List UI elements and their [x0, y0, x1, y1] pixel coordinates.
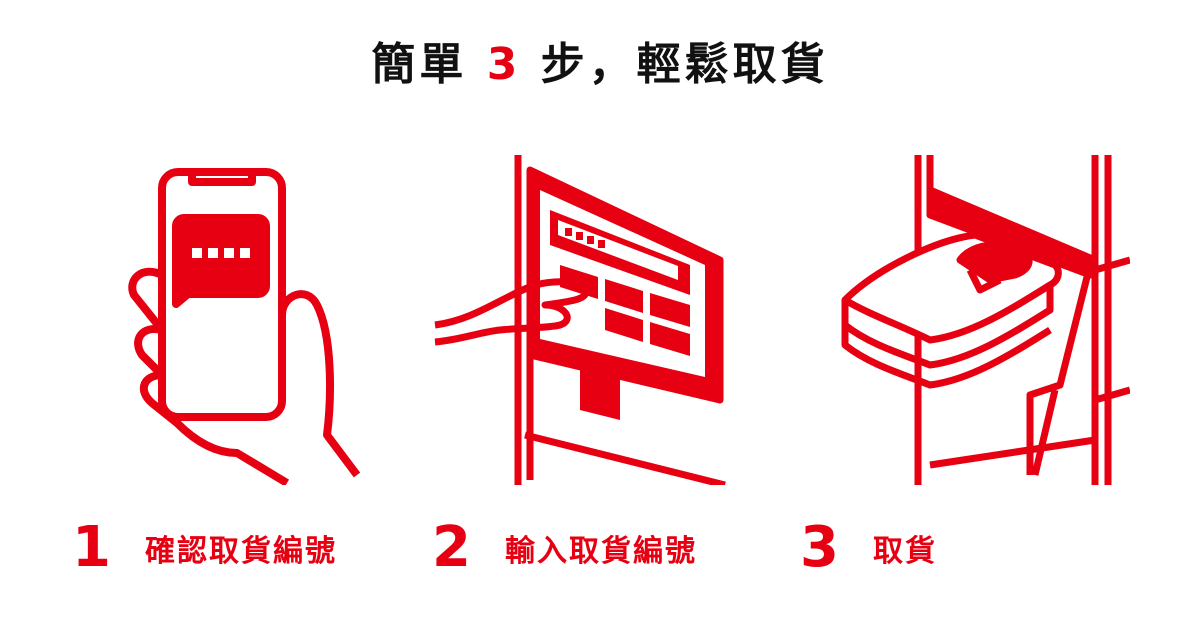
step-3: 3 取貨	[800, 515, 937, 580]
phone-in-hand-icon	[128, 168, 361, 485]
parcel-pickup-icon	[841, 155, 1130, 485]
title-number: 3	[486, 39, 522, 90]
step-number: 3	[800, 515, 839, 580]
step-number: 1	[72, 515, 111, 580]
title-text-end: 步，輕鬆取貨	[521, 39, 829, 90]
step-label: 輸入取貨編號	[504, 533, 697, 569]
page-title: 簡單 3 步，輕鬆取貨	[0, 28, 1200, 92]
step-label: 確認取貨編號	[144, 533, 337, 569]
step-label: 取貨	[872, 533, 937, 569]
locker-keypad-icon	[434, 155, 726, 485]
step-2: 2 輸入取貨編號	[432, 515, 697, 580]
title-text: 簡單	[371, 39, 487, 90]
step-number: 2	[432, 515, 471, 580]
step-1: 1 確認取貨編號	[72, 515, 337, 580]
